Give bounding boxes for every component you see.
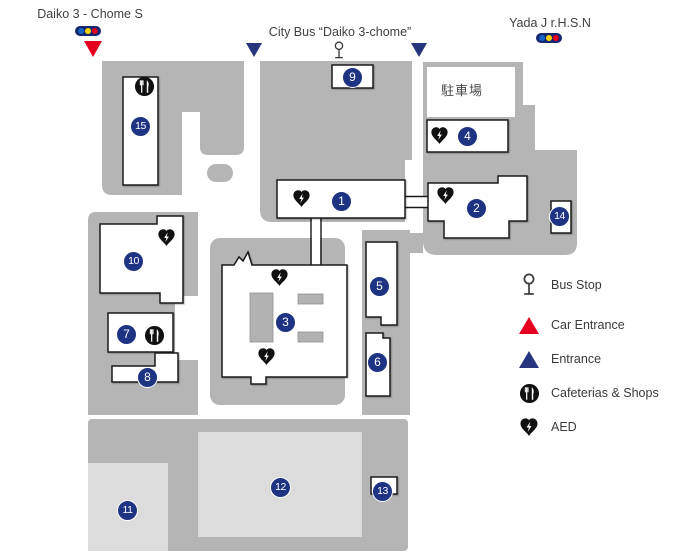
- traffic-signal-icon: [536, 33, 562, 43]
- legend: Bus Stop Car Entrance Entrance Cafeteria…: [516, 273, 659, 449]
- legend-item-cafeterias-shops: Cafeterias & Shops: [516, 381, 659, 405]
- cafeteria-icon: [144, 325, 165, 346]
- legend-label: AED: [551, 420, 577, 434]
- building-marker-1: 1: [331, 191, 352, 212]
- signal-label-daiko: Daiko 3 - Chome S: [37, 7, 143, 21]
- legend-label: Bus Stop: [551, 278, 602, 292]
- corridor-1-2: [405, 197, 428, 207]
- building-marker-6: 6: [367, 352, 388, 373]
- building-3-courtyard-1: [249, 292, 274, 343]
- car-entrance-icon: [516, 316, 542, 334]
- legend-label: Car Entrance: [551, 318, 625, 332]
- entrance-triangle-icon: [411, 43, 427, 57]
- legend-item-entrance: Entrance: [516, 347, 659, 371]
- building-3-courtyard-3: [297, 331, 324, 343]
- block-top-center: [260, 61, 412, 160]
- aed-icon: [516, 416, 542, 438]
- block-mid-right-joint: [405, 233, 423, 253]
- building-marker-4: 4: [457, 126, 478, 147]
- legend-label: Cafeterias & Shops: [551, 386, 659, 400]
- bus-stop-icon: [516, 273, 542, 297]
- corridor-1-2-walls: [405, 195, 429, 209]
- bus-stop-label-citybus: City Bus “Daiko 3-chome”: [268, 25, 412, 39]
- entrance-icon: [516, 350, 542, 368]
- cafeterias-shops-icon: [516, 383, 542, 404]
- parking-lot-area: [427, 67, 515, 117]
- signal-label-yada: Yada J r.H.S.N: [509, 16, 591, 30]
- building-marker-8: 8: [137, 367, 158, 388]
- building-3-courtyards: [249, 292, 324, 343]
- legend-label: Entrance: [551, 352, 602, 366]
- legend-item-aed: AED: [516, 415, 659, 439]
- bus-stop-icon: [334, 41, 344, 59]
- building-marker-5: 5: [369, 276, 390, 297]
- corridor-1-3: [312, 218, 320, 266]
- road-island: [207, 164, 233, 182]
- building-marker-14: 14: [549, 206, 570, 227]
- road-notch: [175, 296, 198, 360]
- legend-item-bus-stop: Bus Stop: [516, 273, 659, 297]
- building-marker-3: 3: [275, 312, 296, 333]
- building-marker-15: 15: [130, 116, 151, 137]
- parking-lot-label: 駐車場: [441, 83, 484, 98]
- car-entrance-triangle-icon: [84, 41, 102, 57]
- building-3-courtyard-2: [297, 293, 324, 305]
- building-marker-11: 11: [117, 500, 138, 521]
- corridor-1-3-walls: [310, 218, 322, 266]
- building-marker-12: 12: [270, 477, 291, 498]
- building-marker-2: 2: [466, 198, 487, 219]
- cafeteria-icon: [134, 76, 155, 97]
- building-marker-13: 13: [372, 481, 393, 502]
- building-marker-9: 9: [342, 67, 363, 88]
- block-top-left-leg-east: [200, 112, 244, 155]
- building-marker-7: 7: [116, 324, 137, 345]
- entrance-triangle-icon: [246, 43, 262, 57]
- building-marker-10: 10: [123, 251, 144, 272]
- traffic-signal-icon: [75, 26, 101, 36]
- legend-item-car-entrance: Car Entrance: [516, 313, 659, 337]
- corridors: [310, 195, 429, 266]
